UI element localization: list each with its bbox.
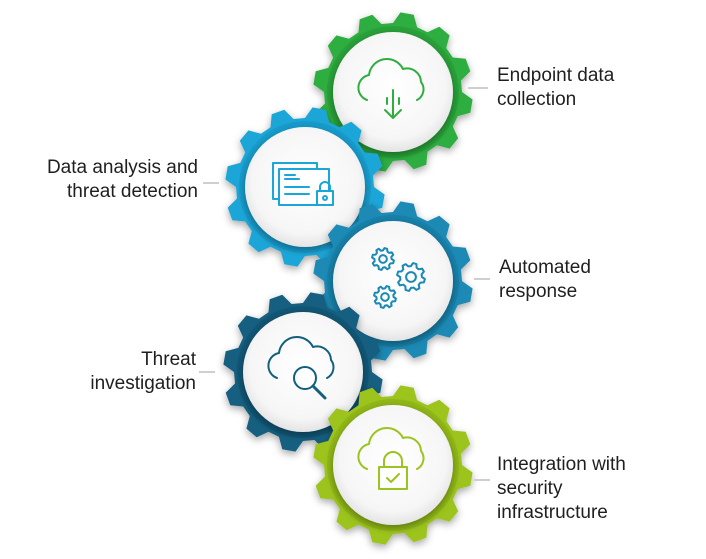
label-line: threat detection xyxy=(67,181,198,202)
gear-analysis xyxy=(225,107,385,267)
label-line: investigation xyxy=(90,373,196,394)
gear-center xyxy=(333,405,453,525)
connector-endpoint xyxy=(468,87,488,89)
gears-icon xyxy=(371,247,426,309)
label-line: security xyxy=(497,478,563,499)
gear-integration xyxy=(313,385,473,545)
connector-analysis xyxy=(203,182,219,184)
connector-response xyxy=(474,278,490,280)
label-line: Automated xyxy=(499,257,591,278)
label-line: Data analysis and xyxy=(46,157,198,178)
label-integration: Integration with security infrastructure xyxy=(497,453,626,525)
cloud-search-icon xyxy=(267,336,335,400)
label-line: infrastructure xyxy=(497,502,608,523)
label-data-analysis: Data analysis and threat detection xyxy=(47,156,198,204)
cloud-download-icon xyxy=(357,58,425,119)
secure-documents-icon xyxy=(272,162,334,206)
label-line: Threat xyxy=(141,349,196,370)
connector-investigation xyxy=(199,371,215,373)
label-line: collection xyxy=(497,89,577,110)
label-automated-response: Automated response xyxy=(499,256,591,304)
connector-integration xyxy=(474,479,490,481)
label-line: response xyxy=(499,281,578,302)
cloud-lock-icon xyxy=(357,427,425,490)
label-line: Integration with xyxy=(497,454,626,475)
label-threat-investigation: Threat investigation xyxy=(90,348,196,396)
gear-center xyxy=(333,221,453,341)
label-line: Endpoint data xyxy=(497,65,615,86)
label-endpoint-data-collection: Endpoint data collection xyxy=(497,64,614,112)
